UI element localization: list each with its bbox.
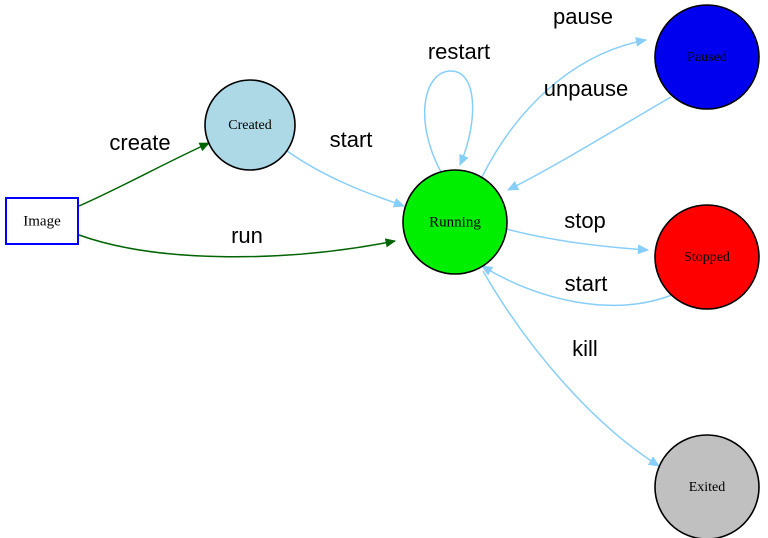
node-running-shape bbox=[402, 169, 508, 275]
edge-start2-path bbox=[481, 265, 673, 307]
node-created[interactable]: Created bbox=[204, 79, 296, 171]
edge-start-stopped-running[interactable]: start bbox=[481, 265, 673, 307]
node-exited[interactable]: Exited bbox=[654, 434, 760, 538]
edge-create-path bbox=[78, 142, 210, 207]
edge-pause-label: pause bbox=[553, 4, 613, 29]
edge-pause[interactable]: pause bbox=[481, 4, 648, 178]
edge-pause-path bbox=[481, 36, 648, 178]
edge-stop-path bbox=[505, 228, 650, 255]
node-stopped[interactable]: Stopped bbox=[654, 204, 760, 310]
edge-kill-label: kill bbox=[572, 336, 598, 361]
edge-start2-label: start bbox=[565, 271, 608, 296]
edge-create-label: create bbox=[109, 130, 170, 155]
edge-unpause-path bbox=[506, 96, 672, 191]
node-image-shape bbox=[5, 197, 79, 245]
edge-start-created-running[interactable]: start bbox=[286, 127, 406, 208]
node-paused-shape bbox=[654, 4, 760, 110]
edge-restart-label: restart bbox=[428, 39, 490, 64]
node-exited-shape bbox=[654, 434, 760, 538]
edge-restart-path bbox=[423, 70, 474, 173]
edge-create[interactable]: create bbox=[78, 130, 210, 207]
edge-kill[interactable]: kill bbox=[482, 270, 660, 467]
node-image[interactable]: Image bbox=[5, 197, 79, 245]
node-stopped-shape bbox=[654, 204, 760, 310]
edge-run[interactable]: run bbox=[78, 223, 397, 258]
edge-restart-self-loop[interactable]: restart bbox=[423, 39, 491, 173]
edge-kill-path bbox=[482, 270, 660, 467]
edge-stop-label: stop bbox=[564, 208, 606, 233]
edge-stop[interactable]: stop bbox=[505, 208, 650, 255]
edge-start1-path bbox=[286, 150, 406, 208]
edge-unpause-label: unpause bbox=[544, 76, 628, 101]
node-running[interactable]: Running bbox=[402, 169, 508, 275]
node-created-shape bbox=[204, 79, 296, 171]
edge-run-label: run bbox=[231, 223, 263, 248]
edge-start1-label: start bbox=[330, 127, 373, 152]
edge-layer: create run start restart pause unpause bbox=[78, 4, 673, 467]
edge-run-path bbox=[78, 234, 397, 258]
edge-unpause[interactable]: unpause bbox=[506, 76, 672, 191]
node-paused[interactable]: Paused bbox=[654, 4, 760, 110]
